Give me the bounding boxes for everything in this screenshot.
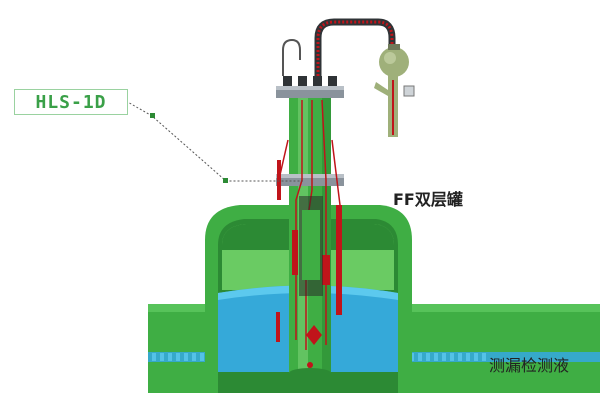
tank-label: FF双层罐	[393, 190, 463, 209]
model-label: HLS-1D	[35, 91, 107, 113]
sensor-cage	[299, 196, 323, 296]
top-flange	[276, 76, 344, 98]
signal-cable	[314, 18, 396, 76]
junction-box	[374, 44, 415, 137]
model-tag: HLS-1D	[14, 89, 128, 115]
sensor-probes	[276, 160, 342, 368]
middle-flange	[276, 174, 344, 186]
leader-line	[125, 100, 303, 183]
liquid-label: 测漏检测液	[489, 356, 570, 375]
lifting-hook	[282, 38, 301, 76]
